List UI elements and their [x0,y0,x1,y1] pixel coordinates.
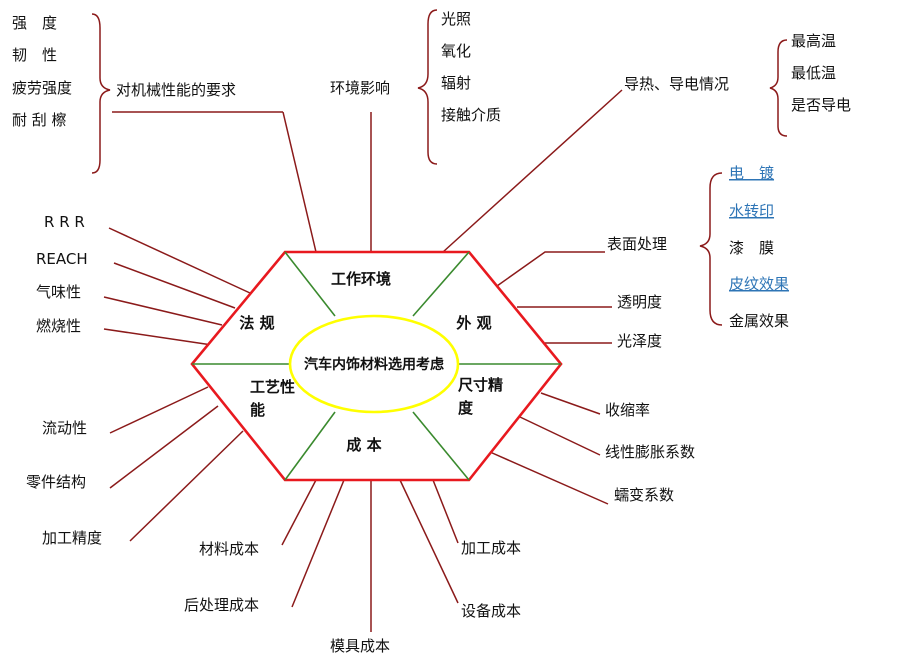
process-item: 加工精度 [42,529,102,547]
branch-equipment-cost [399,479,459,604]
process-group: 流动性 零件结构 加工精度 [26,419,102,547]
thermal-group: 导热、导电情况 最高温 最低温 是否导电 [624,32,851,114]
branch-mechanical [282,111,317,253]
thermal-label: 导热、导电情况 [624,75,729,93]
branch-machining-accuracy [129,430,244,542]
section-work-env: 工作环境 [331,270,391,288]
branch-material-cost [281,479,317,546]
braces [91,9,788,326]
branch-reach [113,262,236,309]
brace-surface [699,172,723,326]
dimension-item: 收缩率 [605,401,650,419]
section-cost: 成 本 [346,436,381,454]
environment-item: 氧化 [441,42,471,60]
mechanical-item: 强 度 [12,14,57,32]
cost-item: 模具成本 [330,637,390,655]
appearance-item: 光泽度 [617,332,662,350]
mechanical-label: 对机械性能的要求 [116,81,236,99]
environment-label: 环境影响 [330,79,390,97]
divider-bottom-left [284,411,336,481]
section-labels: 工作环境 外 观 尺寸精 度 成 本 工艺性 能 法 规 [239,270,503,454]
section-process-line2: 能 [250,401,265,419]
section-regulation: 法 规 [239,314,274,332]
branch-surface [496,251,605,287]
branch-flowability [109,386,209,434]
thermal-item: 最低温 [791,64,836,82]
cost-item: 材料成本 [199,540,259,558]
process-item: 流动性 [42,419,87,437]
regulation-group: R R R REACH 气味性 燃烧性 [36,213,88,335]
surface-label: 表面处理 [607,235,667,253]
surface-link-grain-effect[interactable]: 皮纹效果 [729,275,789,293]
brace-mechanical [91,13,111,174]
brace-thermal [769,39,788,137]
branch-linear-expansion [519,416,601,456]
branch-creep [489,451,609,505]
surface-link-water-transfer[interactable]: 水转印 [729,202,774,220]
cost-item: 设备成本 [461,602,521,620]
branch-processing-cost [432,479,459,544]
branch-odor [103,296,223,326]
process-item: 零件结构 [26,473,86,491]
branch-rrr [108,227,251,294]
section-process-line1: 工艺性 [250,378,295,396]
environment-item: 接触介质 [441,106,501,124]
branch-postprocess-cost [291,479,345,608]
mechanical-item: 疲劳强度 [12,79,72,97]
brace-environment [417,9,438,165]
section-dimension-line1: 尺寸精 [458,376,503,394]
center-ellipse [288,314,460,414]
mechanical-group: 强 度 韧 性 疲劳强度 耐 刮 檫 对机械性能的要求 [12,14,236,129]
branch-part-structure [109,405,219,489]
dimension-item: 蠕变系数 [614,486,674,504]
regulation-item: 气味性 [36,283,81,301]
divider-bottom-right [412,411,470,481]
divider-top-right [412,251,470,317]
regulation-item: 燃烧性 [36,317,81,335]
branch-thermal [442,89,623,253]
regulation-item: R R R [44,213,85,231]
dimension-item: 线性膨胀系数 [605,443,695,461]
center-title: 汽车内饰材料选用考虑 [304,356,444,373]
cost-item: 加工成本 [461,539,521,557]
cost-group: 材料成本 后处理成本 模具成本 设备成本 加工成本 [184,539,521,655]
mechanical-item: 耐 刮 檫 [12,111,67,129]
branch-shrinkage [540,392,601,415]
thermal-item: 是否导电 [791,96,851,114]
regulation-item: REACH [36,250,88,268]
branch-flammability [103,328,213,346]
branch-lines [103,89,623,632]
hexagon-core: 汽车内饰材料选用考虑 [190,250,563,482]
section-dimension-line2: 度 [458,399,474,417]
dimension-group: 收缩率 线性膨胀系数 蠕变系数 [605,401,695,504]
thermal-item: 最高温 [791,32,836,50]
surface-item-metal-effect: 金属效果 [729,312,789,330]
surface-link-electroplating[interactable]: 电 镀 [729,164,774,182]
cost-item: 后处理成本 [184,596,259,614]
surface-item-paint-film: 漆 膜 [729,239,774,257]
appearance-item: 透明度 [617,293,662,311]
mechanical-item: 韧 性 [12,46,57,64]
environment-item: 辐射 [441,74,471,92]
appearance-group: 透明度 光泽度 [617,293,662,350]
environment-group: 环境影响 光照 氧化 辐射 接触介质 [330,10,501,124]
surface-group: 表面处理 电 镀 水转印 漆 膜 皮纹效果 金属效果 [607,164,789,330]
section-appearance: 外 观 [455,314,491,332]
environment-item: 光照 [441,10,471,28]
divider-top-left [284,251,336,317]
